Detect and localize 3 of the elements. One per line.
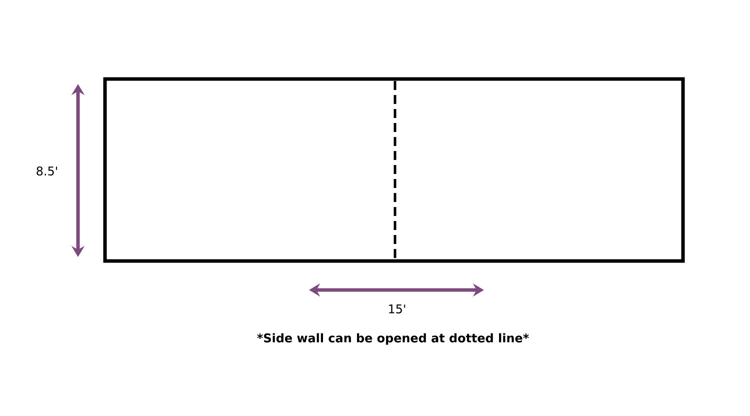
note: *Side wall can be opened at dotted line* bbox=[257, 333, 529, 345]
dimension-label: 8.5' bbox=[36, 166, 57, 176]
dimension-label: 15' bbox=[389, 304, 406, 314]
